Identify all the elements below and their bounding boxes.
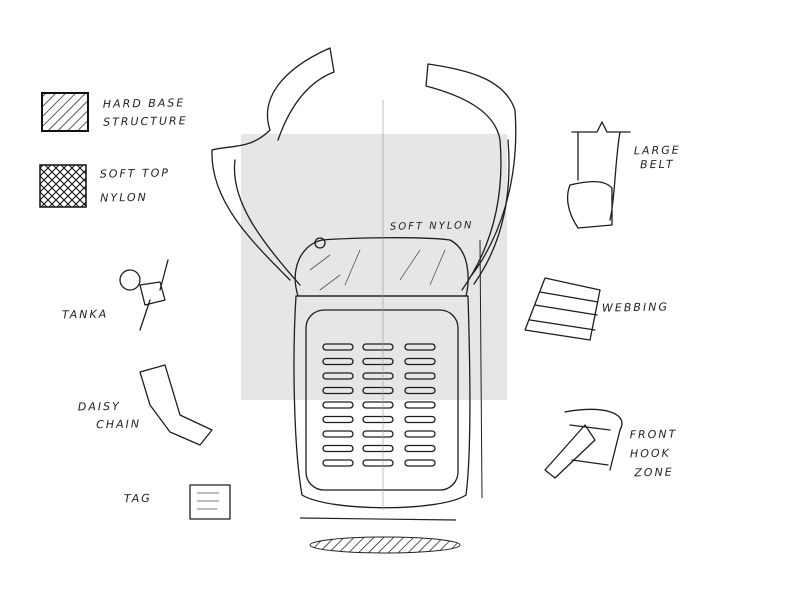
vent-slot [322,372,354,380]
vent-slot [362,430,394,438]
vent-slot [322,415,354,424]
vent-slot [362,444,394,453]
vent-slot [322,386,354,395]
vent-slot [322,357,354,366]
daisy-chain-detail [139,364,213,446]
hard-base-swatch [41,92,89,132]
label-line: LARGE [633,143,681,158]
label-tanka: TANKA [61,307,109,322]
vent-slot [404,444,436,453]
label-soft-top: SOFT TOP NYLON [100,166,171,205]
vent-slot [322,459,354,467]
label-front-hook-zone: FRONT HOOK ZONE [630,428,678,481]
width-dimension [299,517,457,521]
label-line: CHAIN [96,417,142,432]
shoulder-straps [211,47,517,291]
tanka-detail [119,259,169,331]
vent-slot [362,459,394,467]
label-line: FRONT [629,427,678,442]
label-line: ZONE [634,465,674,480]
label-line: DAISY [77,399,121,414]
belt-detail [566,121,631,229]
vent-slot [362,343,394,351]
vent-slot [404,386,436,395]
label-line: STRUCTURE [103,114,188,129]
vent-slot [362,386,394,395]
vent-slot [404,372,436,380]
vent-slot [404,415,436,424]
tag-detail [189,484,231,520]
label-line: HOOK [629,446,671,461]
label-line: NYLON [100,190,148,205]
vent-slot [322,401,354,409]
vent-slot [362,415,394,424]
label-line: SOFT TOP [99,166,171,181]
vent-slot [362,372,394,380]
vent-slot [404,459,436,467]
vent-slot [322,430,354,438]
label-hard-base: HARD BASE STRUCTURE [103,96,188,129]
label-soft-nylon: SOFT NYLON [389,220,474,233]
label-daisy-chain: DAISY CHAIN [78,399,142,432]
vent-slots [322,343,436,467]
label-tag: TAG [123,491,152,506]
hard-base [293,295,471,509]
vent-slot [404,401,436,409]
front-hook-detail [544,408,623,479]
label-line: BELT [640,157,675,172]
label-line: HARD BASE [102,96,186,111]
soft-top-swatch [39,164,87,208]
label-webbing: WEBBING [601,300,670,315]
vent-slot [362,401,394,409]
vent-slot [404,357,436,366]
height-dimension [479,239,483,499]
vent-slot [322,444,354,453]
vent-slot [322,343,354,351]
vent-slot [404,343,436,351]
webbing-detail [524,277,601,341]
soft-top [294,237,469,297]
vent-slot [362,357,394,366]
backdrop-panel [241,134,507,400]
vent-slot [404,430,436,438]
base-footprint [309,536,461,554]
